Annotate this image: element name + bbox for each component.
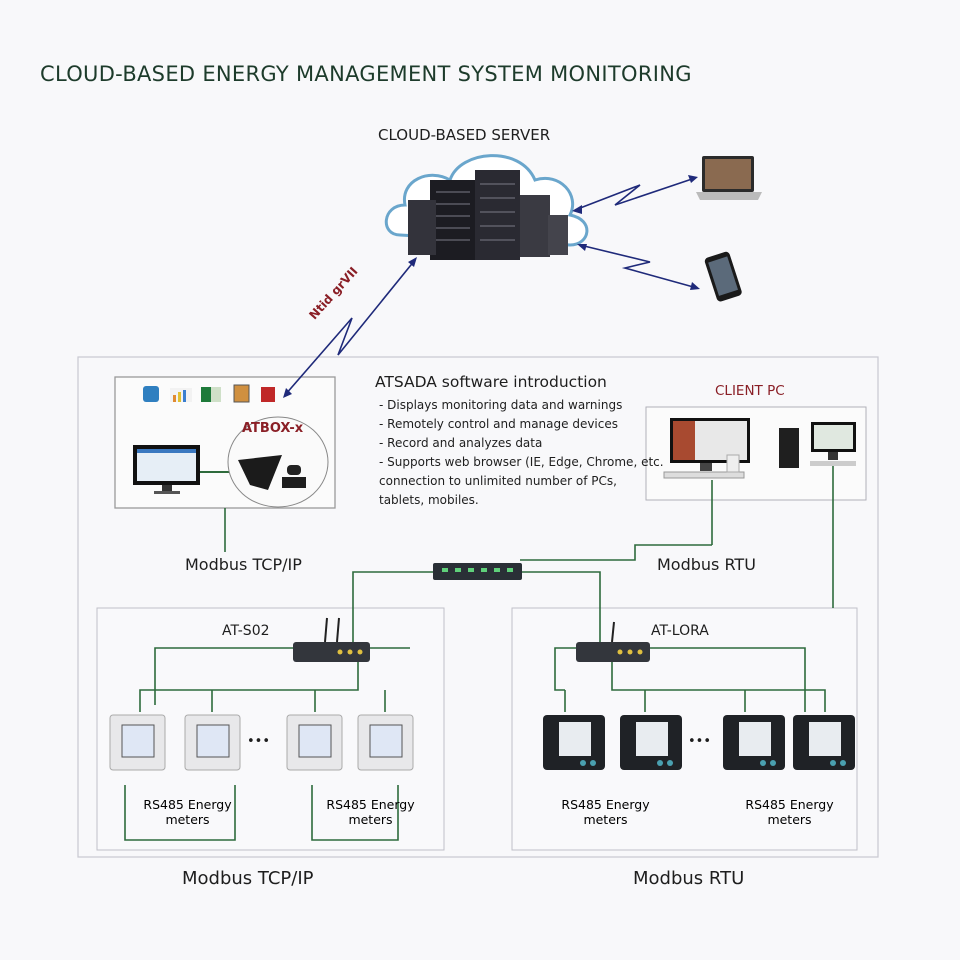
- caption-line: RS485 Energy: [745, 797, 834, 812]
- page-title: CLOUD-BASED ENERGY MANAGEMENT SYSTEM MON…: [40, 62, 692, 86]
- caption-line: RS485 Energy: [143, 797, 232, 812]
- atbox-device-icon: [238, 455, 306, 490]
- link-label: Ntid grVII: [306, 264, 360, 322]
- caption-line: meters: [165, 812, 210, 827]
- ellipsis: •••: [688, 734, 712, 749]
- caption-line: meters: [767, 812, 812, 827]
- at-s02-label: AT-S02: [222, 623, 270, 639]
- cloud-server-icon: [384, 154, 589, 260]
- intro-item: Displays monitoring data and warnings: [375, 396, 664, 415]
- wireless-link-phone: [579, 244, 698, 289]
- at-lora-gateway-icon: [576, 621, 650, 662]
- intro-item: tablets, mobiles.: [379, 493, 479, 507]
- client-pc-icon: [663, 418, 856, 479]
- footer-modbus-rtu: Modbus RTU: [633, 868, 745, 889]
- client-pc-label: CLIENT PC: [715, 383, 785, 399]
- caption-line: RS485 Energy: [561, 797, 650, 812]
- modbus-tcp-label: Modbus TCP/IP: [185, 555, 302, 574]
- intro-item: Record and analyzes data: [375, 434, 664, 453]
- at-s02-gateway-icon: [293, 617, 370, 662]
- software-app-icons: [143, 384, 275, 403]
- atbox-label: ATBOX-x: [242, 421, 304, 436]
- caption-line: meters: [348, 812, 393, 827]
- ellipsis: •••: [247, 734, 271, 749]
- network-wiring: [124, 466, 834, 841]
- caption-line: meters: [583, 812, 628, 827]
- intro-item: connection to unlimited number of PCs,: [379, 474, 617, 488]
- at-lora-label: AT-LORA: [651, 623, 709, 639]
- wireless-link-laptop: [574, 177, 696, 211]
- footer-modbus-tcp: Modbus TCP/IP: [182, 868, 314, 889]
- modbus-rtu-label: Modbus RTU: [657, 555, 756, 574]
- system-frame: [77, 356, 879, 858]
- energy-meters-left: [109, 714, 414, 771]
- network-switch-icon: [433, 563, 522, 580]
- intro-item: Supports web browser (IE, Edge, Chrome, …: [375, 453, 663, 472]
- software-intro: ATSADA software introduction Displays mo…: [375, 373, 664, 510]
- laptop-icon: [696, 156, 762, 200]
- smartphone-icon: [704, 251, 742, 302]
- energy-meters-right: [543, 715, 855, 770]
- cloud-server-label: CLOUD-BASED SERVER: [378, 126, 551, 144]
- monitor-icon: [133, 445, 200, 494]
- intro-heading: ATSADA software introduction: [375, 373, 607, 391]
- caption-line: RS485 Energy: [326, 797, 415, 812]
- wireless-link-atbox: [284, 259, 416, 396]
- intro-item: Remotely control and manage devices: [375, 415, 664, 434]
